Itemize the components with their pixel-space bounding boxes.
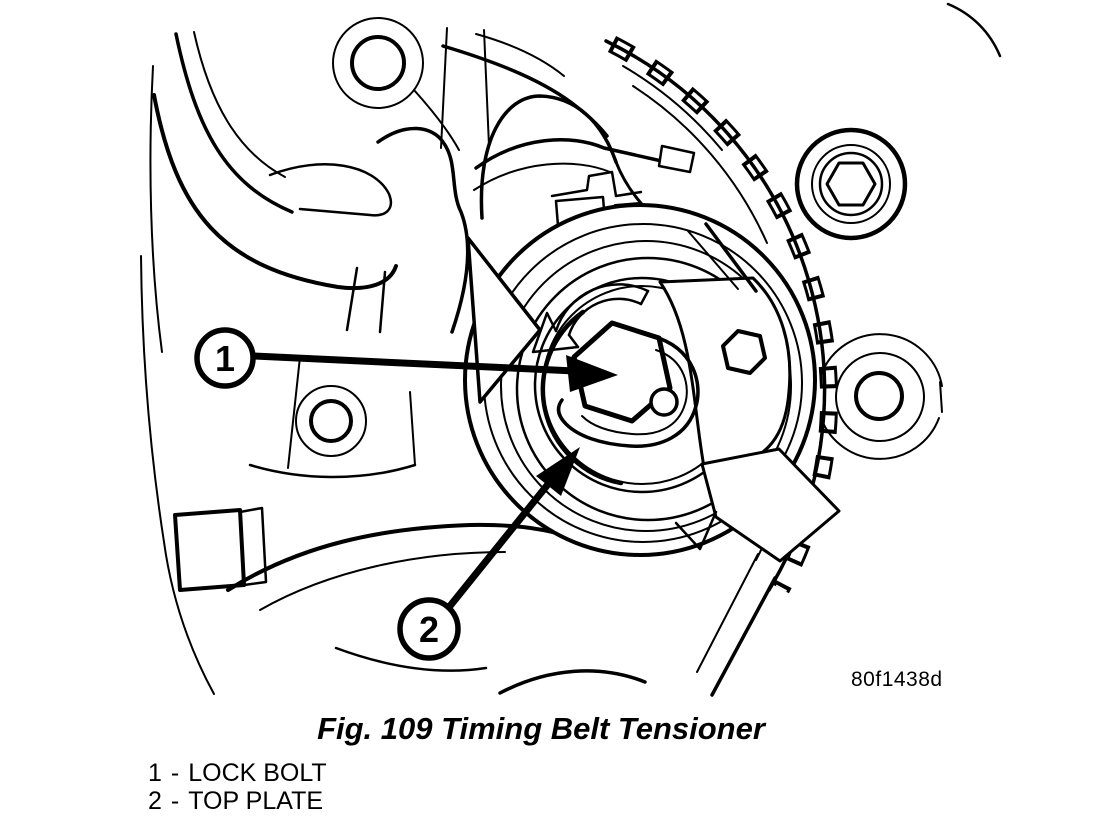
engine-casting-left [140,17,647,695]
callout-2-circle [397,597,461,661]
timing-belt-tensioner-diagram: 1 2 [140,2,1002,697]
callout-2: 2 [397,447,580,661]
legend-item-2: 2-TOP PLATE [148,787,327,815]
pulley-bowl-shadow-arc [540,309,624,486]
cam-slot-outer [556,334,700,448]
cam-slot-hole [649,387,679,417]
socket-head-bolt [794,127,908,241]
figure-legend: 1-LOCK BOLT 2-TOP PLATE [148,759,327,815]
legend-2-number: 2 [148,787,162,815]
callout-2-number: 2 [419,609,439,650]
lock-bolt-hub [556,320,700,448]
top-plate [658,276,841,563]
callout-1-arrowhead [566,355,618,392]
rotation-arrowhead [531,311,580,354]
callout-1-circle [194,327,256,389]
legend-1-label: LOCK BOLT [188,759,327,787]
tensioner-bracket-top [376,27,696,334]
callout-2-arrowhead [536,447,580,496]
callout-1-arrow-line [252,352,576,375]
rotation-arrow [531,283,650,354]
cam-slot-inner [581,349,688,436]
figure-code: 80f1438d [851,668,943,691]
top-plate-lower-lobe [700,447,841,563]
legend-1-number: 1 [148,759,162,787]
legend-2-label: TOP PLATE [188,787,324,815]
legend-2-separator: - [170,787,180,815]
legend-1-separator: - [170,759,180,787]
figure-caption: Fig. 109 Timing Belt Tensioner [317,711,765,746]
top-plate-hex-opening [721,329,767,375]
callout-2-arrow-line [447,475,556,609]
idler-stud [820,2,1002,460]
legend-item-1: 1-LOCK BOLT [148,759,327,787]
callout-1-number: 1 [215,338,235,379]
callout-1: 1 [194,327,618,392]
